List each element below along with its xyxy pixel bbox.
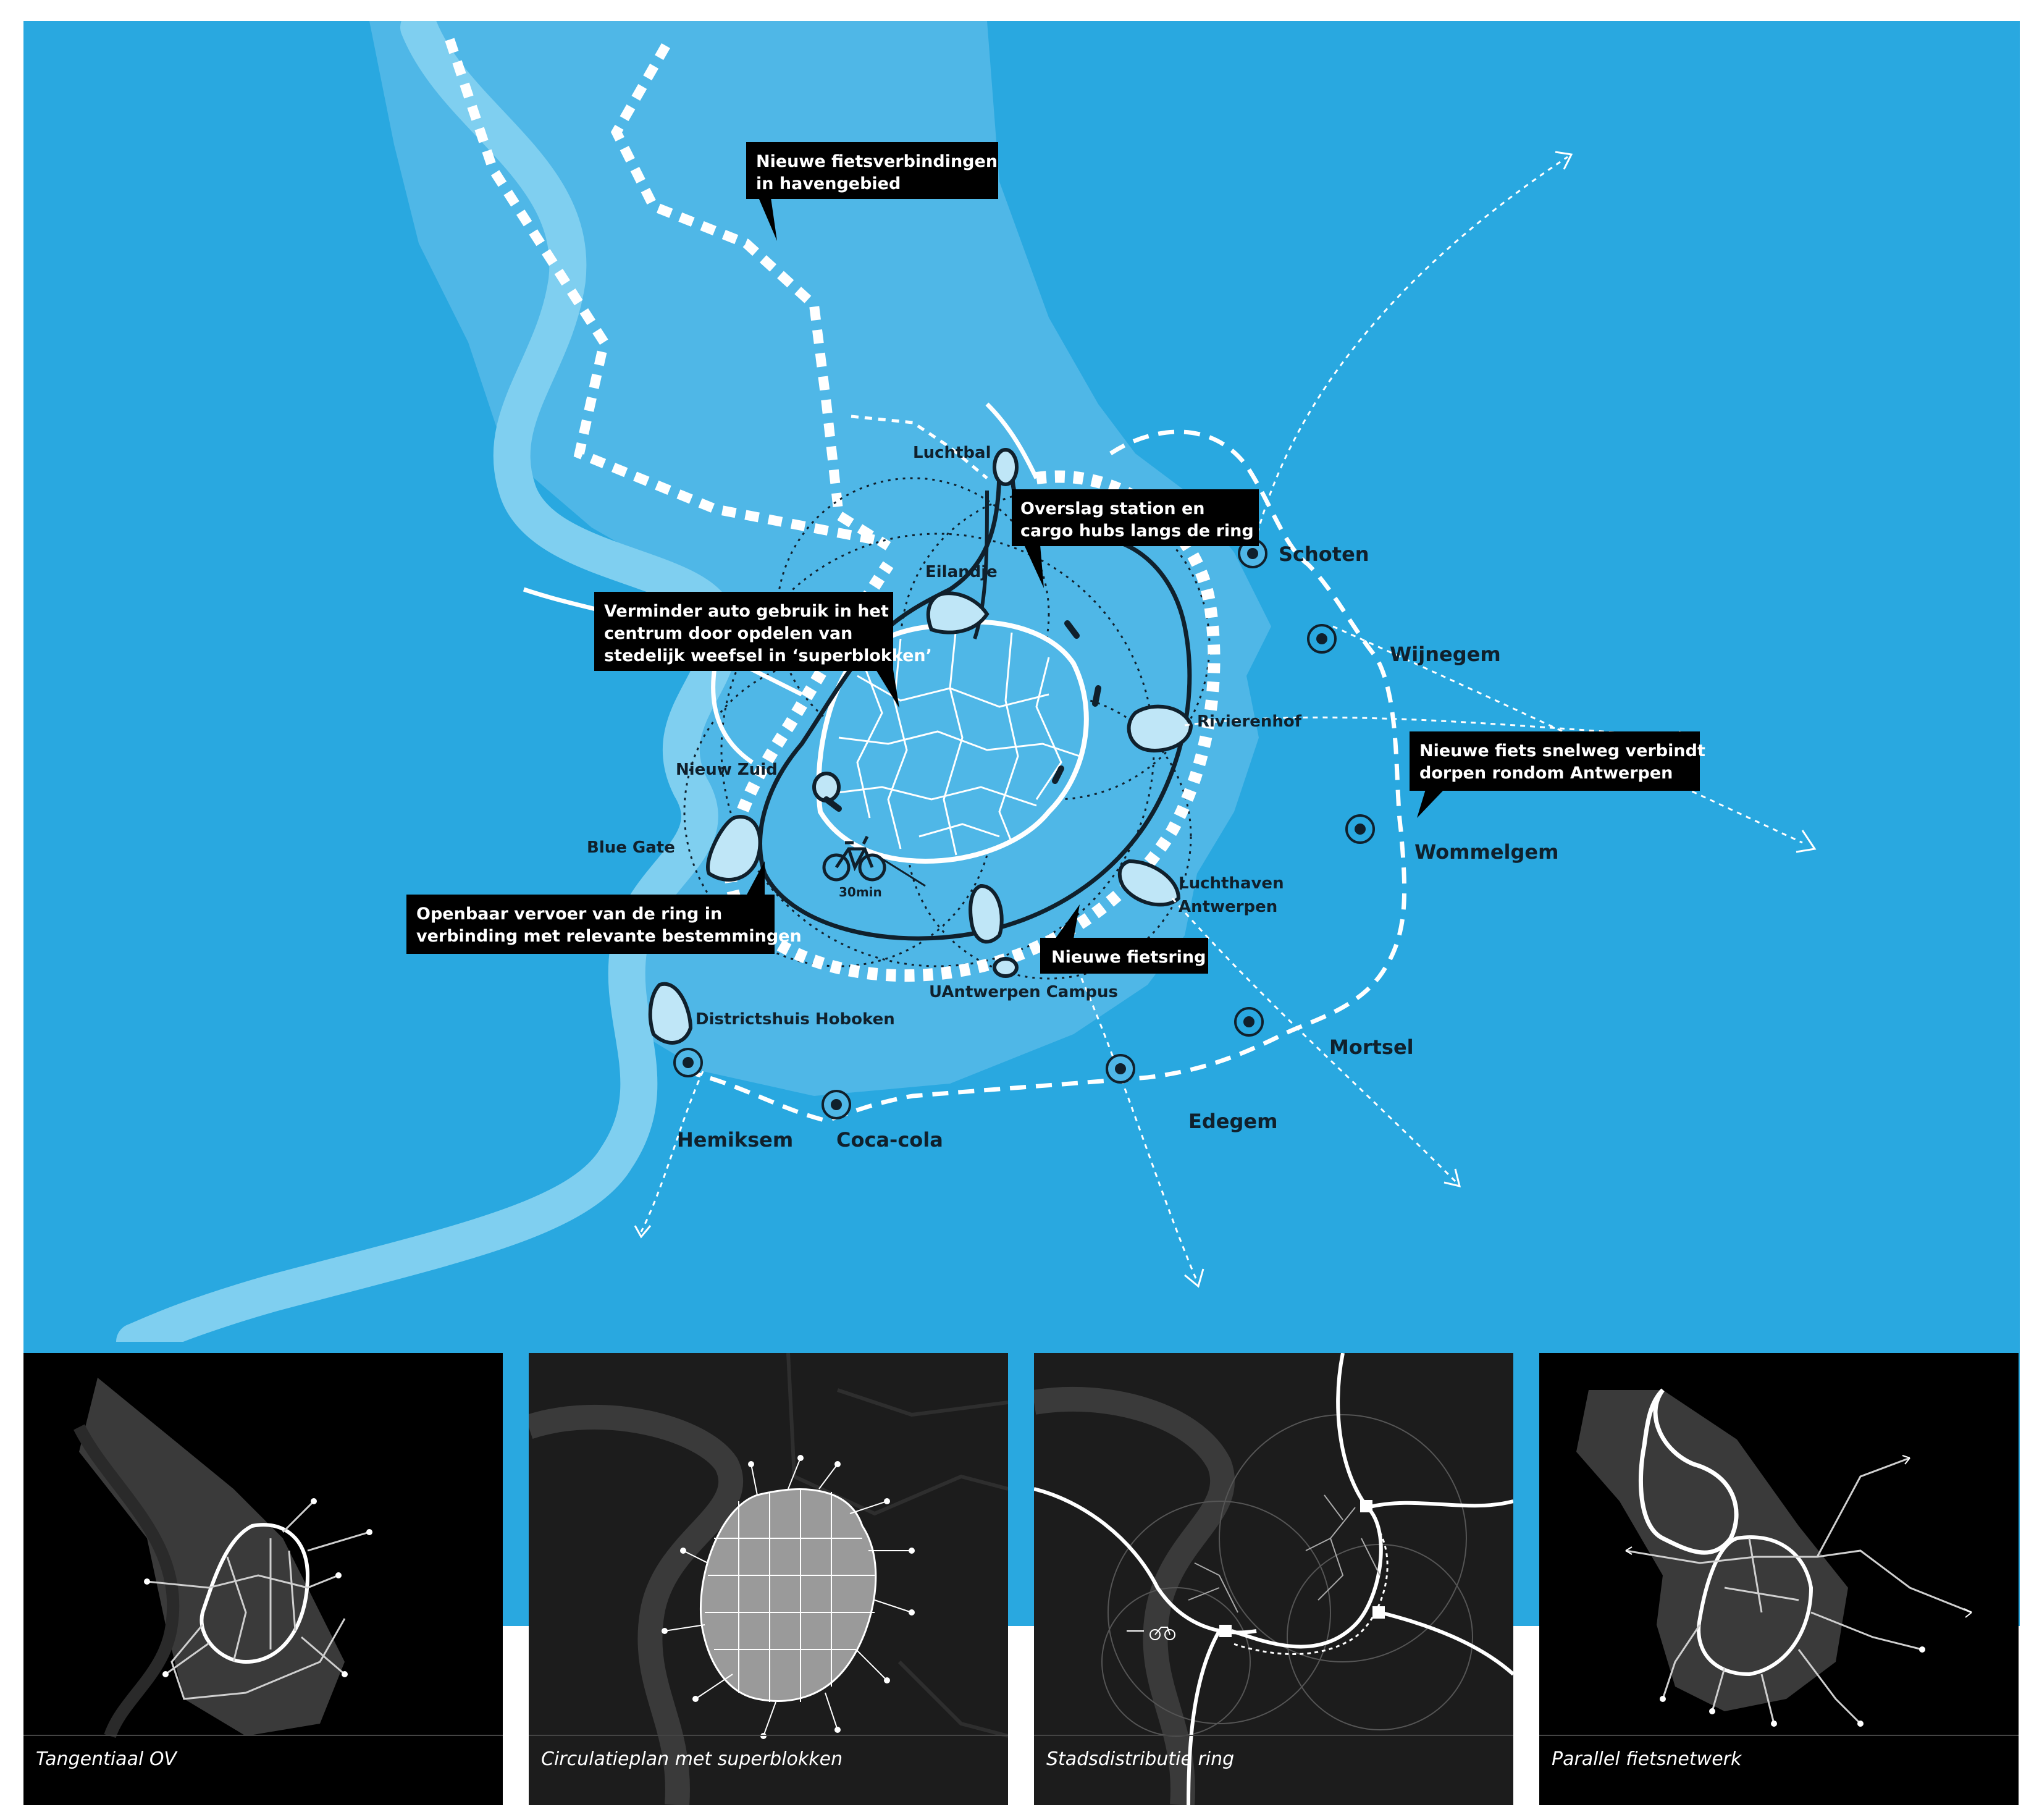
panel-stadsdistributie: Stadsdistributie ring [1034,1353,1513,1805]
label-eilandje: Eilandje [925,563,998,581]
label-blue-gate: Blue Gate [587,838,675,857]
hub-luchthaven [1117,859,1181,907]
callout-superblokken-line-2: centrum door opdelen van [604,624,852,643]
bike-time-label: 30min [839,885,882,899]
bike-radius-line [875,854,926,887]
hub-eilandje [926,591,990,634]
panel-2-caption: Circulatieplan met superblokken [541,1748,843,1770]
panel-4-rule [1539,1735,2019,1736]
panel-circulatieplan: Circulatieplan met superblokken [529,1353,1008,1805]
panel-3-bicycle-icon [1127,1627,1175,1640]
hub-blue-gate [706,815,762,882]
callout-openbaar-vervoer: Openbaar vervoer van de ring in verbindi… [406,861,802,954]
callout-superblokken-line-1: Verminder auto gebruik in het [604,602,889,621]
label-edegem: Edegem [1188,1110,1277,1133]
hub-rivierenhof [1127,704,1193,752]
callout-fietssnelweg: Nieuwe fiets snelweg verbindt dorpen ron… [1410,731,1705,818]
panel-4-caption: Parallel fietsnetwerk [1552,1748,1742,1770]
panel-2-map [529,1353,1008,1805]
label-luchthaven-line-2: Antwerpen [1179,898,1277,916]
hub-uantwerpen [993,957,1019,978]
label-luchthaven: Luchthaven Antwerpen [1179,874,1290,916]
label-districtshuis-hoboken: Districtshuis Hoboken [696,1010,895,1029]
label-coca-cola: Coca-cola [836,1128,943,1152]
hub-luchtbal [993,448,1019,486]
station-marker-icon [673,539,1375,1119]
hubs [648,448,1193,1045]
panel-parallel-fietsnetwerk: Parallel fietsnetwerk [1539,1353,2019,1805]
label-wijnegem: Wijnegem [1390,642,1501,666]
callout-havengebied-line-2: in havengebied [756,174,901,193]
callout-overslag: Overslag station en cargo hubs langs de … [1012,489,1259,588]
bicycle-icon [822,835,886,882]
river-schelde [116,21,739,1342]
callout-openbaar-vervoer-line-1: Openbaar vervoer van de ring in [416,904,722,924]
new-bike-ring [724,470,1221,982]
panel-2-rule [529,1735,1008,1736]
main-map: 30min Luchtbal Eilandje Rivierenhof Nieu… [23,21,2020,1342]
hub-hoboken [648,982,693,1045]
panel-3-caption: Stadsdistributie ring [1046,1748,1235,1770]
label-luchtbal: Luchtbal [913,444,991,462]
panel-1-map [74,1378,372,1738]
label-wommelgem: Wommelgem [1414,840,1558,864]
panel-tangentiaal-ov: Tangentiaal OV [23,1353,503,1805]
label-mortsel: Mortsel [1329,1035,1414,1059]
callout-fietssnelweg-line-2: dorpen rondom Antwerpen [1419,764,1673,783]
label-hemiksem: Hemiksem [677,1128,793,1152]
callout-fietssnelweg-line-1: Nieuwe fiets snelweg verbindt [1419,741,1705,760]
callout-overslag-line-1: Overslag station en [1020,499,1205,518]
harbour-thin-dashed [851,415,988,479]
panel-3-rule [1034,1735,1513,1736]
label-rivierenhof: Rivierenhof [1197,712,1302,731]
panel-3-map [1034,1353,1513,1805]
ring-road [758,465,1192,941]
panel-1-caption: Tangentiaal OV [36,1748,177,1770]
callout-fietsring-line-1: Nieuwe fietsring [1051,948,1206,967]
land-area [369,21,1271,1096]
cargo-hub-markers [823,620,1101,812]
callout-havengebied: Nieuwe fietsverbindingen in havengebied [746,142,998,241]
label-luchthaven-line-1: Luchthaven [1179,874,1284,893]
panel-4-map [1576,1388,1972,1727]
harbour-bike-connections [445,38,891,550]
regional-bike-highway [684,429,1407,1123]
callout-superblokken-line-3: stedelijk weefsel in ‘superblokken’ [604,646,932,665]
label-nieuw-zuid: Nieuw Zuid [676,760,778,779]
callout-superblokken: Verminder auto gebruik in het centrum do… [594,592,932,708]
hub-campus [969,883,1004,944]
callout-openbaar-vervoer-line-2: verbinding met relevante bestemmingen [416,927,802,946]
callout-fietsring: Nieuwe fietsring [1040,904,1208,974]
callout-havengebied-line-1: Nieuwe fietsverbindingen [756,152,998,171]
label-schoten: Schoten [1279,542,1369,566]
panel-1-rule [23,1735,503,1736]
callout-overslag-line-2: cargo hubs langs de ring [1020,521,1254,541]
label-uantwerpen-campus: UAntwerpen Campus [929,983,1118,1001]
